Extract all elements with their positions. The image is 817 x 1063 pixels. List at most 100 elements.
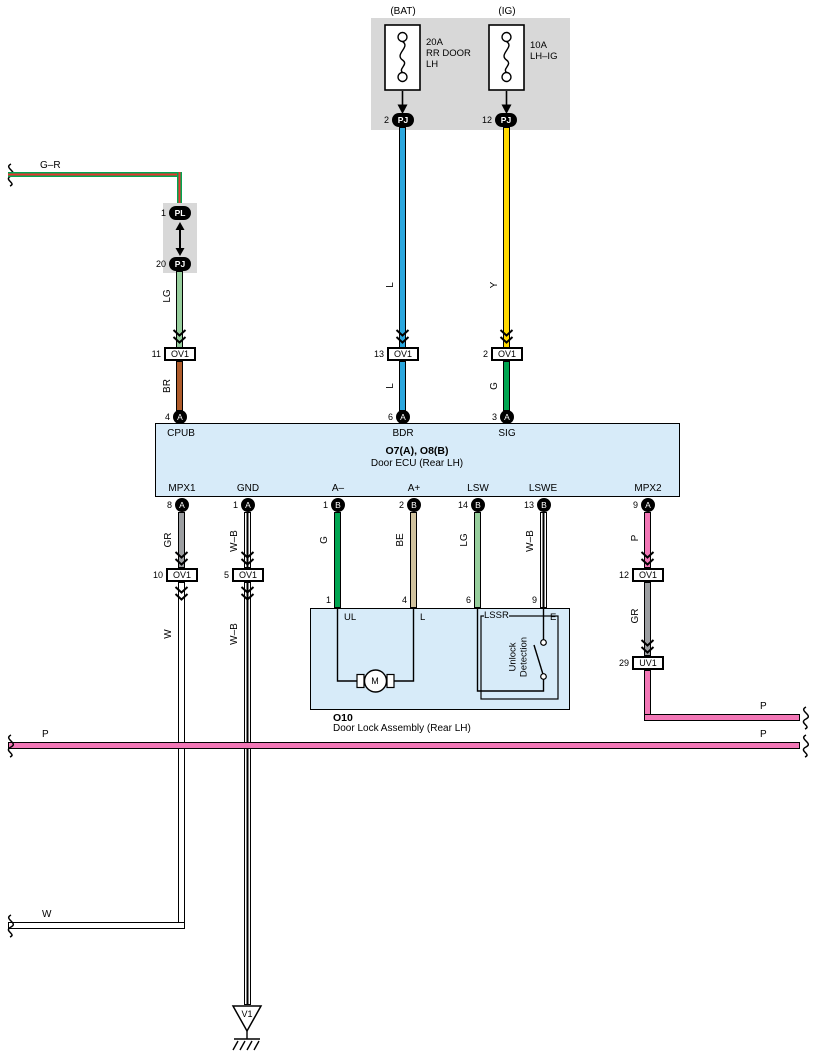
ig-fuse-icon: [488, 24, 525, 91]
wire-p-bus: [8, 742, 800, 749]
bat-fuse-rating: 20A: [426, 37, 443, 48]
wire-label-p-mpx2: P: [630, 534, 641, 542]
ig-fuse-text: 10A LH–IG: [530, 40, 557, 62]
ecu-pin-label-lswe: LSWE: [528, 483, 558, 494]
wire-wb-gnd-upper: [244, 512, 251, 568]
wire-w-entry: [8, 922, 185, 929]
pin-mpx1: A: [175, 498, 189, 512]
pl-conn-num: 1: [160, 208, 166, 218]
wire-label-br: BR: [162, 379, 173, 393]
wire-l-upper: [399, 127, 406, 348]
bat-fuse-text: 20A RR DOOR LH: [426, 37, 471, 70]
wire-arrow-icon: [174, 586, 189, 601]
ground-label: V1: [241, 1009, 253, 1019]
pin-sig: A: [500, 410, 514, 424]
pin-num-bdr: 6: [387, 412, 393, 422]
wire-arrow-icon: [240, 586, 255, 601]
lock-pin-label-ul: UL: [344, 612, 357, 623]
bat-fuse-name-2: LH: [426, 59, 439, 70]
pin-num-lsw: 14: [457, 500, 468, 510]
switch-label-line2: Detection: [519, 636, 530, 678]
wire-break-icon: [802, 706, 809, 730]
pl-conn: PL: [169, 206, 191, 220]
wire-arrow-icon: [640, 639, 655, 654]
wire-gr-mpx1: [178, 512, 185, 568]
wire-arrow-icon: [172, 329, 187, 344]
wire-arrow-icon: [174, 551, 189, 566]
lock-pin-label-lssr: LSSR: [484, 610, 509, 621]
pin-num-gnd: 1: [232, 500, 238, 510]
ov1-bdr-num: 13: [373, 349, 384, 359]
ov1-mpx2-connector: OV1: [632, 568, 664, 582]
pin-a-plus: B: [407, 498, 421, 512]
lock-pin-num-ul: 1: [325, 595, 331, 605]
pin-a-minus: B: [331, 498, 345, 512]
wire-arrow-icon: [640, 551, 655, 566]
ov1-mpx2-num: 12: [618, 570, 629, 580]
wire-gr-mpx2: [644, 582, 651, 656]
pin-num-mpx1: 8: [166, 500, 172, 510]
ecu-code: O7(A), O8(B): [385, 445, 449, 457]
wire-gr-v: [177, 172, 182, 206]
wire-label-gr-mpx1: GR: [163, 532, 174, 548]
wire-label-wb-gnd-upper: W–B: [229, 530, 240, 552]
ov1-bdr-connector: OV1: [387, 347, 419, 361]
pin-num-cpub: 4: [164, 412, 170, 422]
lock-pin-label-l: L: [420, 612, 426, 623]
ground-icon: [231, 1005, 263, 1051]
wire-p-mpx2: [644, 512, 651, 568]
door-ecu-box: [155, 423, 680, 497]
wire-label-y: Y: [489, 281, 500, 289]
mating-arrow-icon: [175, 222, 185, 256]
ecu-name: Door ECU (Rear LH): [370, 458, 464, 469]
ov1-mpx1-num: 10: [152, 570, 163, 580]
wire-break-icon: [802, 734, 809, 758]
wire-label-gr-mpx2: GR: [630, 608, 641, 624]
door-lock-box: [310, 608, 570, 710]
uv1-connector: UV1: [632, 656, 664, 670]
wire-g-sig: [503, 361, 510, 411]
ov1-cpub-connector: OV1: [164, 347, 196, 361]
pin-lsw: B: [471, 498, 485, 512]
door-lock-internals: [336, 608, 559, 700]
wire-l-lower: [399, 361, 406, 411]
ecu-pin-label-gnd: GND: [236, 483, 260, 494]
wire-g-a-minus: [334, 512, 341, 608]
wire-label-w-mpx1: W: [163, 629, 174, 639]
wire-label-wb-gnd-lower: W–B: [229, 623, 240, 645]
p-bus-right-label: P: [760, 729, 767, 740]
wire-label-be: BE: [395, 533, 406, 547]
switch-label: Unlock Detection: [508, 637, 531, 677]
ecu-pin-label-a-minus: A–: [331, 483, 345, 494]
wire-br: [176, 361, 183, 411]
wire-label-wb-lswe: W–B: [525, 530, 536, 552]
pin-num-sig: 3: [491, 412, 497, 422]
pj-conn: PJ: [169, 257, 191, 271]
bat-conn-pj: PJ: [392, 113, 414, 127]
wire-label-g-sig: G: [489, 382, 500, 390]
pin-gnd: A: [241, 498, 255, 512]
wire-label-lg: LG: [162, 289, 173, 303]
bat-fuse-icon: [384, 24, 421, 91]
pin-cpub: A: [173, 410, 187, 424]
bat-conn-num: 2: [383, 115, 389, 125]
lock-code: O10: [333, 712, 353, 724]
ov1-gnd-num: 5: [223, 570, 229, 580]
ig-conn-num: 12: [481, 115, 492, 125]
ov1-cpub-num: 11: [151, 349, 161, 359]
wire-label-g-a-minus: G: [319, 536, 330, 544]
ov1-mpx1-connector: OV1: [166, 568, 198, 582]
ov1-gnd-connector: OV1: [232, 568, 264, 582]
lock-pin-label-e: E: [550, 612, 557, 623]
wire-wb-gnd-lower: [244, 582, 251, 1005]
bat-label: (BAT): [390, 6, 416, 17]
ecu-pin-label-lsw: LSW: [467, 483, 489, 494]
gr-entry-label: G–R: [40, 160, 61, 171]
wire-label-l-upper: L: [385, 282, 396, 288]
ig-fuse-rating: 10A: [530, 40, 547, 51]
motor-label: M: [371, 676, 379, 686]
pj-conn-num: 20: [155, 259, 166, 269]
pin-mpx2: A: [641, 498, 655, 512]
wire-label-l-lower: L: [385, 383, 396, 389]
